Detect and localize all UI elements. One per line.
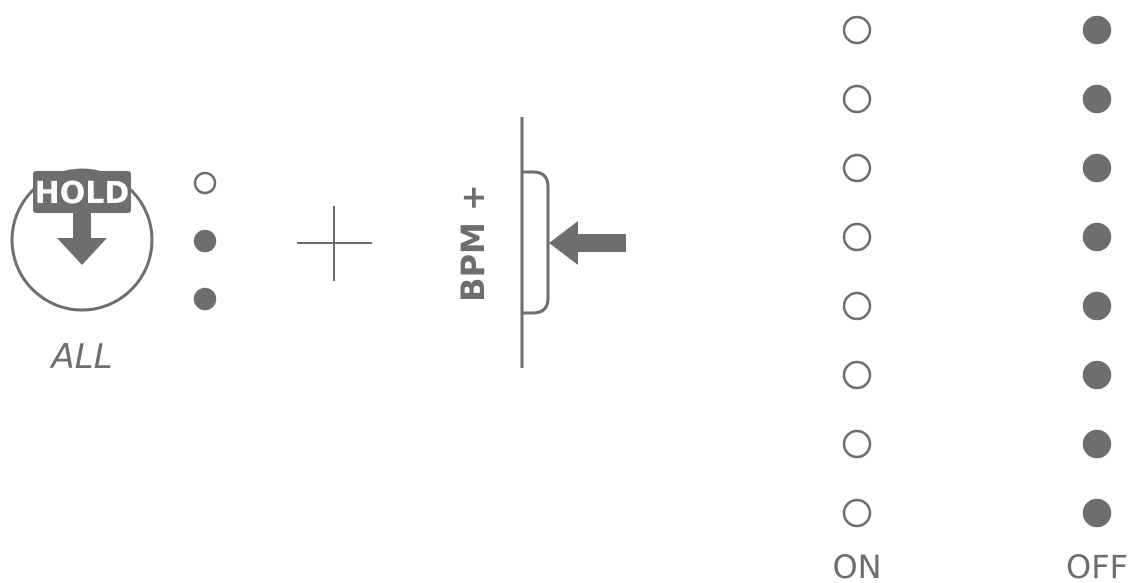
led-column-on: ON: [832, 15, 882, 583]
led: [1082, 360, 1112, 390]
led-columns: ON OFF: [832, 15, 1128, 583]
hold-badge: [33, 171, 131, 213]
led: [842, 498, 872, 528]
bpm-plus-key: BPM +: [454, 117, 626, 368]
led: [1082, 498, 1112, 528]
led: [842, 153, 872, 183]
indicator-leds: [193, 171, 217, 311]
down-arrow-icon: [57, 213, 107, 265]
led: [842, 429, 872, 459]
led: [1082, 291, 1112, 321]
led-column-label: OFF: [1066, 548, 1128, 583]
led: [1082, 222, 1112, 252]
led: [1082, 84, 1112, 114]
plus-sign: [297, 206, 372, 281]
led: [842, 291, 872, 321]
hold-caption: ALL: [49, 337, 112, 377]
indicator-led: [193, 171, 217, 195]
led: [842, 15, 872, 45]
hold-button: HOLD ALL: [10, 168, 154, 377]
led: [1082, 153, 1112, 183]
led-column-label: ON: [832, 548, 881, 583]
hold-button-outline: [10, 168, 154, 312]
left-arrow-icon: [549, 221, 626, 265]
hold-badge-label: HOLD: [35, 176, 130, 211]
key-outline: [522, 170, 550, 315]
led: [1082, 15, 1112, 45]
bpm-plus-label: BPM +: [454, 184, 492, 302]
led-column-off: OFF: [1066, 15, 1128, 583]
led: [842, 222, 872, 252]
indicator-led: [193, 229, 217, 253]
led: [1082, 429, 1112, 459]
led: [842, 360, 872, 390]
indicator-led: [193, 287, 217, 311]
led: [842, 84, 872, 114]
